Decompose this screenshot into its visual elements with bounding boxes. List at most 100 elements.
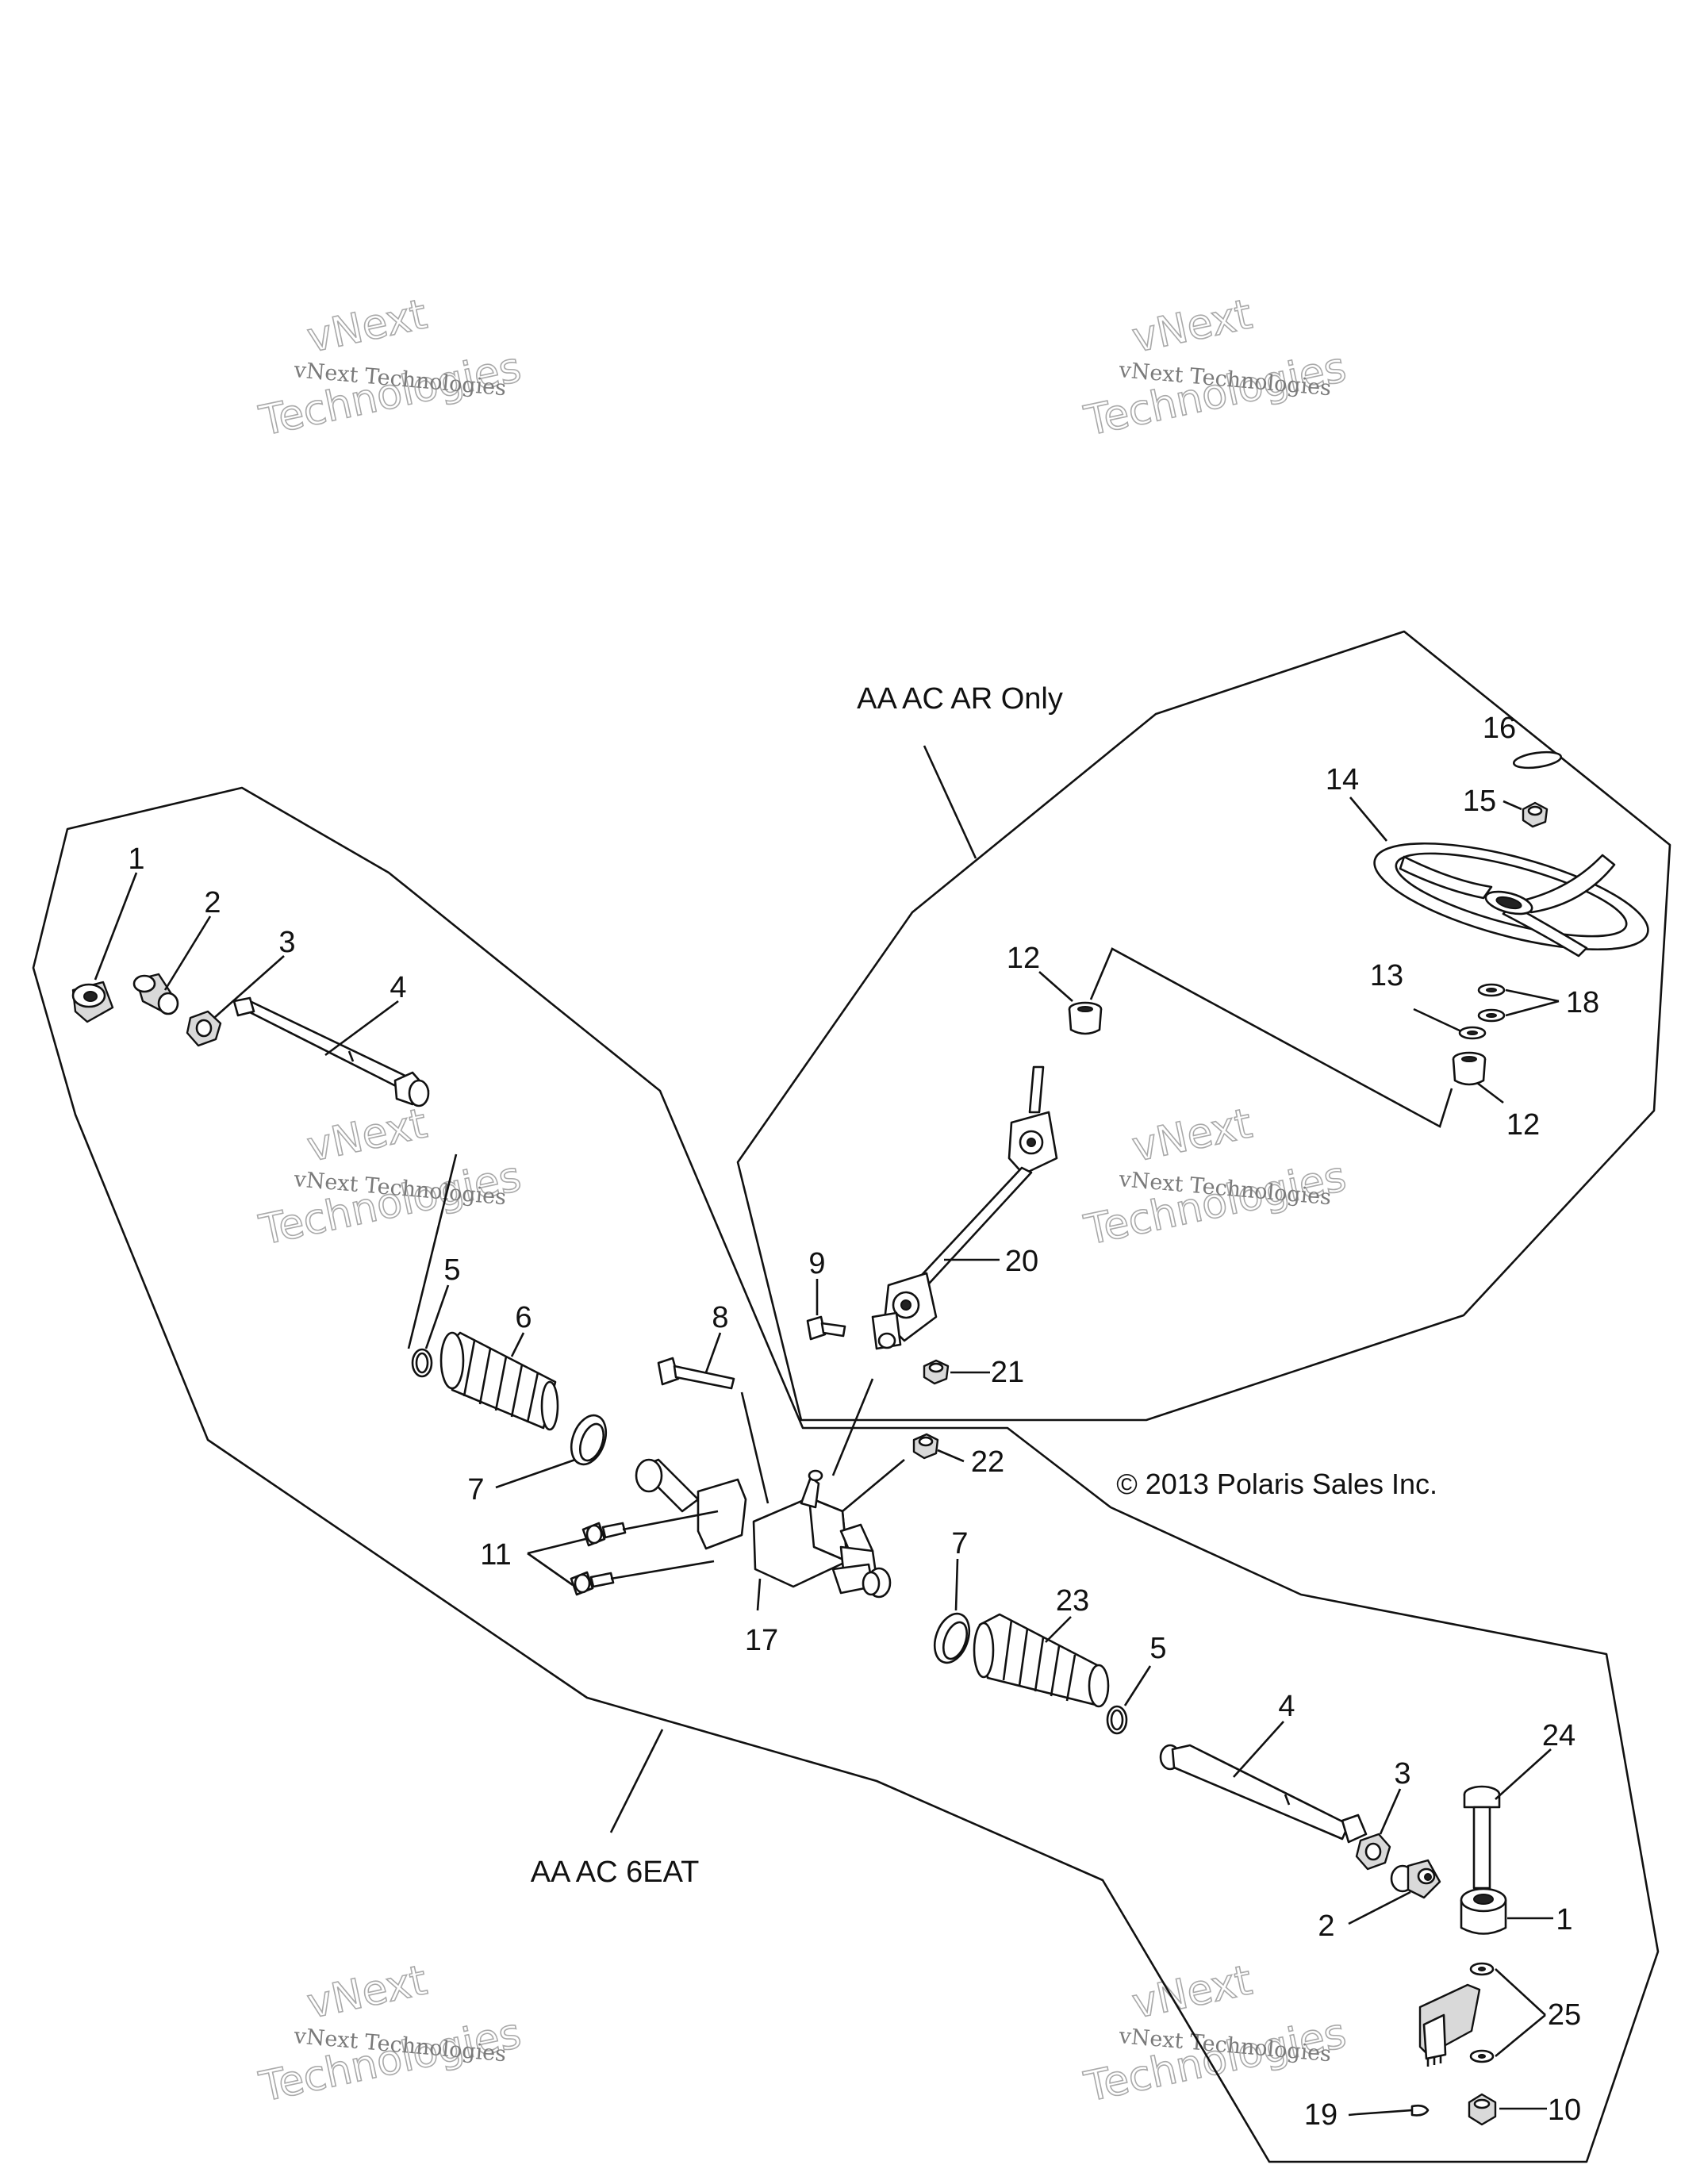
- bushing-link-lines: [1089, 947, 1453, 1128]
- leader-11a: [527, 1537, 586, 1555]
- left-group-label: AA AC 6EAT: [531, 1856, 700, 1889]
- callout-14: 14: [1326, 763, 1359, 796]
- callout-12a: 12: [1007, 942, 1040, 975]
- callout-2a: 2: [204, 886, 221, 919]
- rod-end-left: [71, 981, 114, 1023]
- washer-18-upper-hole: [1486, 988, 1497, 992]
- callout-6: 6: [515, 1301, 532, 1334]
- callout-18: 18: [1566, 986, 1599, 1019]
- tie-rod-left: [232, 996, 430, 1107]
- leader-6: [510, 1332, 525, 1357]
- boot-clamp-large-right: [933, 1612, 971, 1664]
- boot-clamp-right: [1106, 1705, 1128, 1735]
- watermark-vnext: vNext: [303, 290, 431, 362]
- callout-2b: 2: [1318, 1910, 1334, 1943]
- callout-8: 8: [712, 1301, 728, 1334]
- leader-14: [1349, 796, 1387, 842]
- watermark-bottom-left: vNext Technologies: [255, 1956, 526, 2113]
- callout-15: 15: [1463, 785, 1496, 818]
- leader-24: [1495, 1748, 1552, 1800]
- leader-18a: [1505, 988, 1560, 1003]
- axis-line-11a: [622, 1510, 719, 1531]
- callout-20: 20: [1005, 1245, 1038, 1278]
- leader-4b: [1233, 1721, 1284, 1778]
- axis-line-22: [842, 1459, 905, 1512]
- copyright-notice: © 2013 Polaris Sales Inc.: [1116, 1468, 1437, 1500]
- callout-7a: 7: [467, 1473, 484, 1507]
- leader-5b: [1123, 1665, 1152, 1706]
- callout-3b: 3: [1394, 1757, 1410, 1791]
- leader-19: [1348, 2113, 1357, 2117]
- callout-1a: 1: [128, 843, 144, 876]
- callout-5b: 5: [1149, 1632, 1166, 1665]
- leader-12b: [1476, 1081, 1504, 1104]
- mounting-bolt: [657, 1357, 735, 1390]
- callout-12b: 12: [1506, 1108, 1540, 1142]
- leader-22: [937, 1449, 965, 1463]
- ball-joint-right: [1390, 1859, 1441, 1899]
- callout-25: 25: [1548, 1998, 1581, 2032]
- hex-nut: [1468, 2093, 1497, 2126]
- callout-24: 24: [1542, 1719, 1575, 1752]
- callout-10: 10: [1548, 2094, 1581, 2127]
- watermark-vnext: vNext: [303, 1100, 431, 1171]
- callout-19: 19: [1304, 2098, 1337, 2132]
- callout-4b: 4: [1278, 1690, 1295, 1723]
- jam-nut-right: [1355, 1833, 1391, 1871]
- leader-17: [756, 1578, 762, 1611]
- callout-7b: 7: [951, 1527, 968, 1560]
- leader-2a: [163, 915, 212, 991]
- watermark-top-right: vNext Technologies: [1080, 290, 1351, 447]
- tie-rod-right: [1159, 1744, 1368, 1844]
- leader-5a: [424, 1284, 450, 1349]
- watermark-vnext: vNext: [1128, 1100, 1256, 1171]
- leader-4a: [324, 1000, 399, 1057]
- steering-wheel-nut: [1522, 801, 1549, 828]
- bushing-upper: [1068, 1001, 1103, 1035]
- rack-mount-nut: [912, 1433, 939, 1460]
- callout-17: 17: [745, 1624, 778, 1657]
- right-group-label: AA AC AR Only: [857, 682, 1063, 716]
- bracket: [1418, 1983, 1481, 2067]
- jam-nut-left: [186, 1010, 222, 1047]
- rack-boot-left: [439, 1331, 559, 1431]
- callout-3a: 3: [278, 926, 295, 959]
- leader-15: [1503, 800, 1522, 811]
- cotter-pin: [1356, 2104, 1430, 2117]
- watermark-top-left: vNext Technologies: [255, 290, 526, 447]
- washer-lower-hole: [1478, 2054, 1486, 2059]
- steering-wheel-cap: [1512, 750, 1563, 770]
- axis-line-8: [740, 1391, 769, 1504]
- callout-23: 23: [1056, 1584, 1089, 1618]
- screw-upper: [581, 1522, 627, 1547]
- leader-23: [1045, 1616, 1072, 1643]
- bushing-lower: [1452, 1051, 1487, 1086]
- boot-clamp-left: [411, 1348, 433, 1378]
- leader-25a: [1495, 1968, 1546, 2016]
- callout-5a: 5: [443, 1253, 460, 1287]
- leader-1a: [94, 872, 138, 981]
- leader-3a: [213, 955, 285, 1019]
- steering-shaft: [871, 1065, 1058, 1350]
- leader-11b: [527, 1552, 574, 1587]
- ball-joint-left: [132, 973, 179, 1015]
- leader-25b: [1495, 2013, 1546, 2058]
- leader-2b: [1348, 1890, 1411, 1925]
- watermark-vnext: vNext: [1128, 1956, 1256, 2028]
- pinch-bolt: [806, 1315, 846, 1341]
- leader-18b: [1505, 1000, 1560, 1017]
- mounting-bolt-vertical: [1463, 1785, 1501, 1890]
- washer-18-middle-hole: [1486, 1013, 1497, 1018]
- callout-22: 22: [971, 1445, 1004, 1479]
- leader-7b: [954, 1558, 959, 1611]
- right-group-outline: [736, 630, 1671, 1422]
- left-group-outline: [32, 786, 1660, 2163]
- watermark-vnext: vNext: [303, 1956, 431, 2028]
- watermarks: vNext Technologies vNext Technologies vN…: [255, 290, 1351, 2113]
- screw-lower: [570, 1571, 615, 1596]
- steering-rack-gear: [635, 1458, 892, 1599]
- leader-3b: [1379, 1788, 1402, 1835]
- callout-4a: 4: [390, 971, 406, 1004]
